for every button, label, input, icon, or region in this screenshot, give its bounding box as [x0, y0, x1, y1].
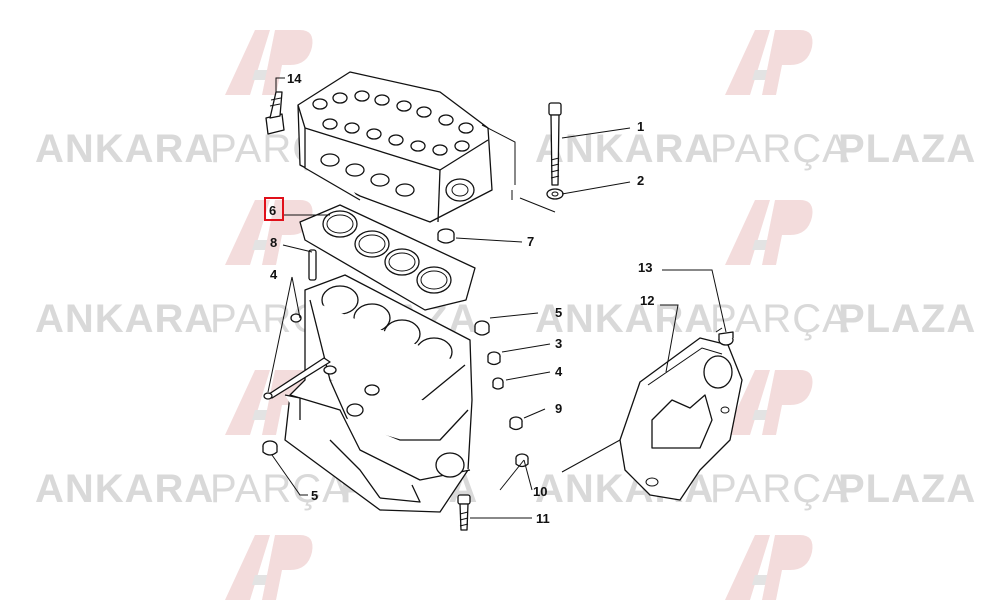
part-4-oil-jet-tube[interactable] [263, 313, 331, 400]
callout-5-upper[interactable]: 5 [555, 305, 562, 320]
highlight-box [264, 197, 284, 221]
cylinder-head[interactable] [297, 71, 556, 223]
callout-9[interactable]: 9 [555, 401, 562, 416]
watermark-brand-first: ANKARA [535, 127, 714, 171]
ap-logo-icon [225, 30, 313, 95]
watermark-brand-middle: PARÇA [710, 467, 850, 511]
part-14-head-stud[interactable] [265, 91, 285, 135]
watermark-row: ANKARA PARÇA PLAZA ANKARA PARÇA PLAZA [35, 127, 976, 171]
callout-8[interactable]: 8 [270, 235, 277, 250]
part-5-plug-lower[interactable] [262, 440, 278, 456]
ap-logo-icon [725, 535, 813, 600]
leader-lines [267, 77, 727, 519]
callout-13[interactable]: 13 [638, 260, 652, 275]
watermark-brand-first: ANKARA [35, 297, 214, 341]
watermark-layer: ANKARA PARÇA PLAZA ANKARA PARÇA PLAZA AN… [35, 30, 976, 600]
part-2-washer[interactable] [546, 188, 564, 200]
watermark-brand-last: PLAZA [838, 297, 976, 341]
watermark-row: ANKARA PARÇA PLAZA ANKARA PARÇA PLAZA [35, 467, 976, 511]
watermark-brand-last: PLAZA [838, 467, 976, 511]
watermark-brand-first: ANKARA [35, 467, 214, 511]
watermark-brand-last: PLAZA [838, 127, 976, 171]
part-7-plug[interactable] [437, 228, 455, 244]
part-5-plug-upper[interactable] [474, 320, 490, 336]
ap-logo-icon [725, 370, 813, 435]
part-8-dowel-pin[interactable] [308, 249, 317, 281]
part-4-plug[interactable] [492, 377, 504, 390]
callout-labels: 14 1 2 6 7 8 4 13 12 5 3 4 9 10 5 11 [264, 71, 654, 526]
callout-14[interactable]: 14 [287, 71, 302, 86]
part-11-bolt[interactable] [457, 494, 471, 531]
watermark-brand-middle: PARÇA [710, 127, 850, 171]
watermark-row: ANKARA PARÇA PLAZA ANKARA PARÇA PLAZA [35, 297, 976, 341]
part-10-plug[interactable] [515, 453, 529, 468]
watermark-brand-first: ANKARA [35, 127, 214, 171]
part-1-head-bolt[interactable] [548, 102, 562, 186]
callout-4-right[interactable]: 4 [555, 364, 563, 379]
watermark-brand-first: ANKARA [535, 297, 714, 341]
callout-10[interactable]: 10 [533, 484, 547, 499]
part-12-rear-cover-plate[interactable] [619, 337, 743, 501]
callout-2[interactable]: 2 [637, 173, 644, 188]
camshaft-intake [312, 90, 474, 134]
callout-7[interactable]: 7 [527, 234, 534, 249]
part-3-plug[interactable] [487, 351, 501, 366]
callout-3[interactable]: 3 [555, 336, 562, 351]
ap-logo-icon [725, 30, 813, 95]
part-6-head-gasket[interactable] [299, 204, 476, 311]
ap-logo-icon [225, 535, 313, 600]
callout-6[interactable]: 6 [269, 203, 276, 218]
engine-block[interactable] [284, 274, 473, 513]
callout-1[interactable]: 1 [637, 119, 644, 134]
callout-5-lower[interactable]: 5 [311, 488, 318, 503]
camshaft-exhaust [322, 118, 470, 156]
part-13-screw[interactable] [715, 327, 734, 346]
callout-11[interactable]: 11 [536, 511, 550, 526]
callout-12[interactable]: 12 [640, 293, 654, 308]
ap-logo-icon [225, 200, 313, 265]
watermark-brand-middle: PARÇA [210, 467, 350, 511]
part-9-plug[interactable] [509, 416, 523, 431]
callout-4-left[interactable]: 4 [270, 267, 278, 282]
ap-logo-icon [725, 200, 813, 265]
